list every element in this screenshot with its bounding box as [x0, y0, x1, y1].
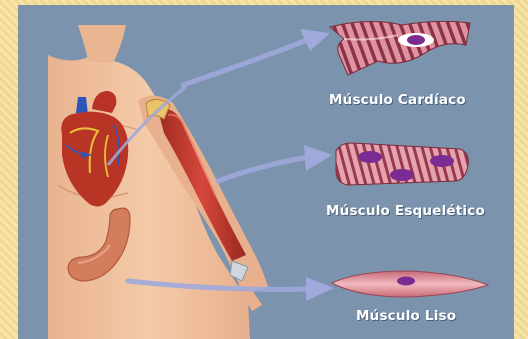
diagram-panel: Músculo Cardíaco Músculo Esquelético Mús… [18, 5, 514, 339]
skeletal-cell-illustration [336, 143, 468, 185]
label-smooth-muscle: Músculo Liso [356, 308, 456, 324]
label-cardiac-muscle: Músculo Cardíaco [329, 92, 466, 108]
cardiac-cell-illustration [330, 21, 470, 75]
smooth-cell-illustration [332, 271, 488, 297]
label-skeletal-muscle: Músculo Esquelético [326, 203, 485, 219]
arrow-to-skeletal [218, 145, 332, 181]
diagram-canvas [18, 5, 514, 339]
